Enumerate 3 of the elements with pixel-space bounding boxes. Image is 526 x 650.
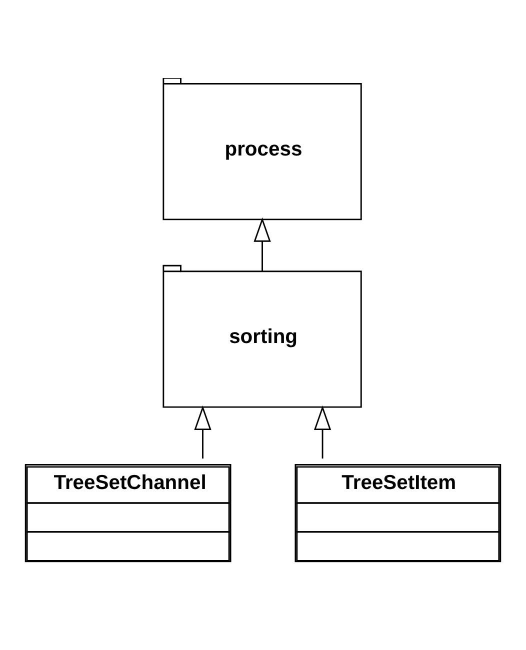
arrow [314, 404, 332, 458]
arrow [194, 404, 212, 458]
arrow [254, 216, 271, 270]
